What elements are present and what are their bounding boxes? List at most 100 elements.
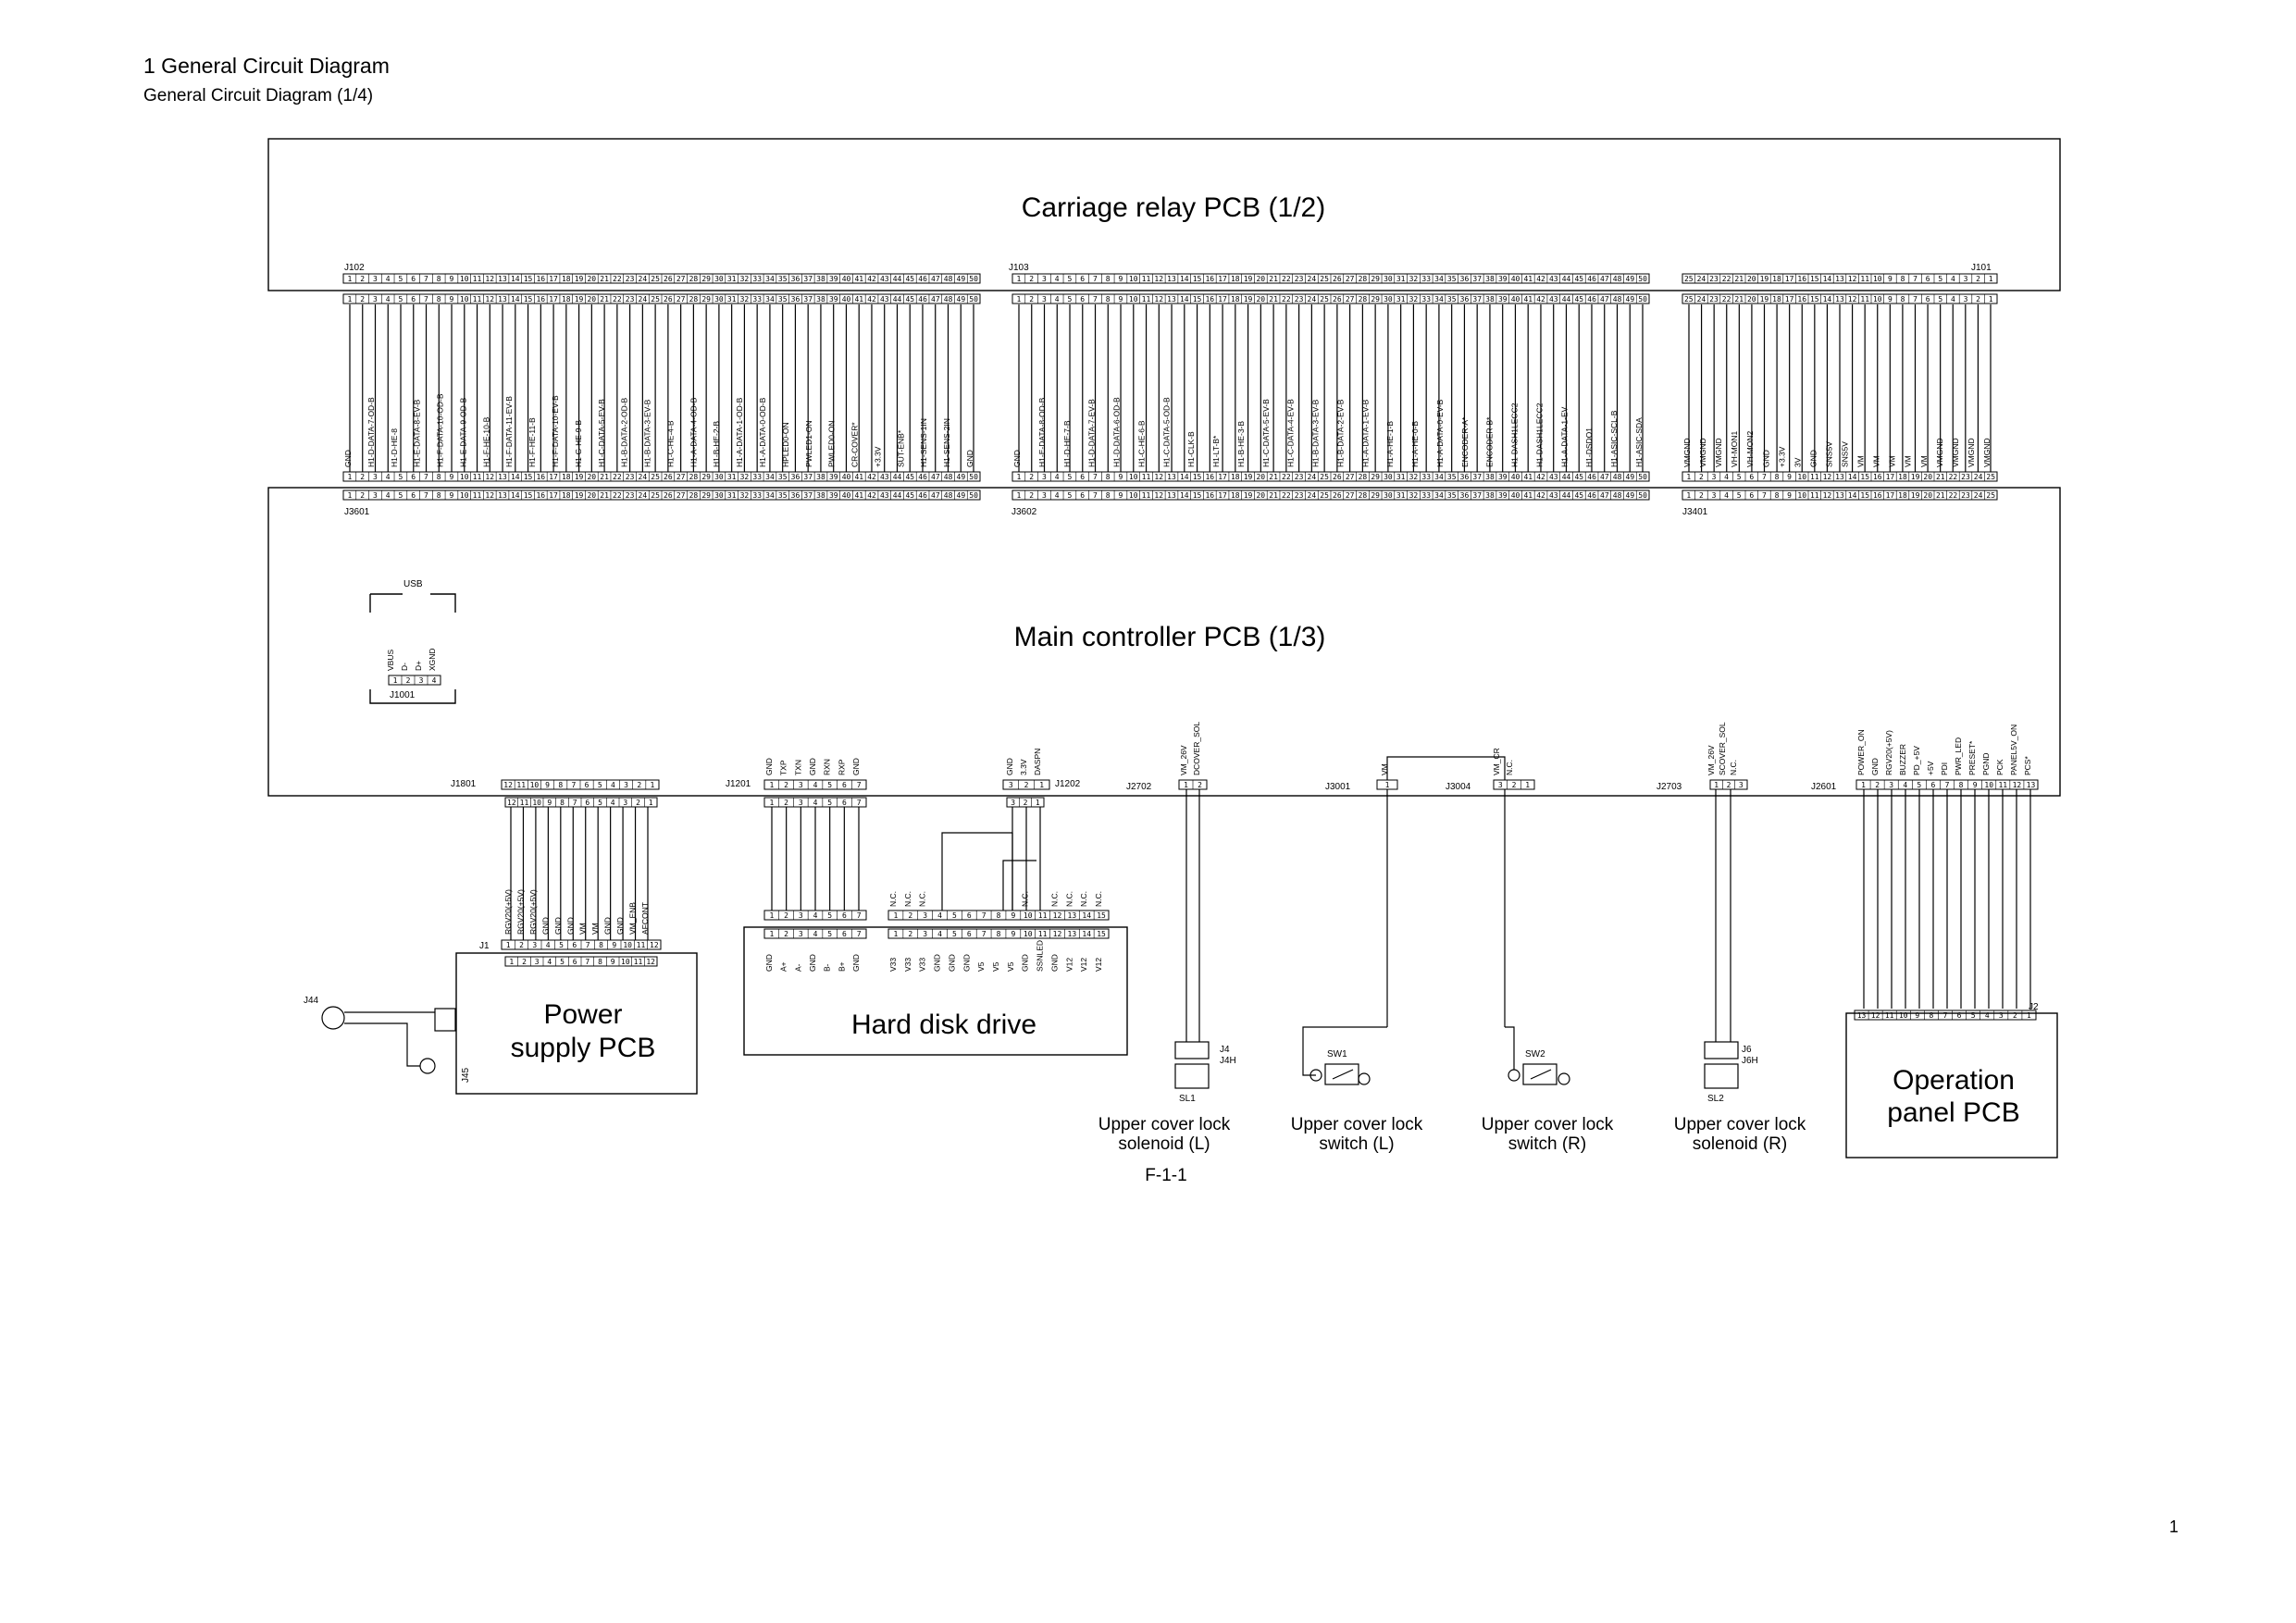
svg-text:H1-A-DATA-0-EV-B: H1-A-DATA-0-EV-B [1435, 399, 1445, 467]
svg-text:2: 2 [908, 930, 912, 938]
svg-text:VM: VM [590, 923, 600, 935]
svg-text:43: 43 [1549, 275, 1558, 283]
solenoid-l-symbol [1174, 1063, 1210, 1089]
svg-text:N.C.: N.C. [888, 891, 898, 907]
svg-text:41: 41 [1523, 295, 1533, 304]
svg-text:37: 37 [803, 491, 813, 500]
svg-text:24: 24 [1308, 491, 1317, 500]
caption-solenoid-l-2: solenoid (L) [1118, 1134, 1210, 1154]
svg-text:11: 11 [1998, 781, 2007, 789]
svg-text:H1-LT-B*: H1-LT-B* [1211, 435, 1221, 467]
svg-text:18: 18 [1231, 275, 1240, 283]
svg-text:25: 25 [1320, 275, 1329, 283]
svg-text:10: 10 [460, 275, 469, 283]
svg-text:3: 3 [1964, 275, 1968, 283]
svg-text:44: 44 [1562, 275, 1571, 283]
caption-solenoid-r-1: Upper cover lock [1674, 1115, 1806, 1134]
svg-text:17: 17 [1218, 275, 1227, 283]
switch-r-symbol [1508, 1063, 1570, 1085]
svg-text:4: 4 [547, 958, 552, 966]
svg-text:47: 47 [931, 491, 940, 500]
svg-text:21: 21 [1936, 473, 1945, 481]
svg-text:15: 15 [1193, 295, 1202, 304]
document-title: 1 General Circuit Diagram [143, 54, 390, 78]
svg-text:1: 1 [506, 941, 511, 949]
svg-text:25: 25 [1320, 491, 1329, 500]
svg-text:46: 46 [1587, 473, 1596, 481]
svg-text:14: 14 [1082, 930, 1091, 938]
svg-text:V5: V5 [1006, 961, 1015, 972]
svg-text:7: 7 [1913, 275, 1917, 283]
svg-text:31: 31 [727, 275, 737, 283]
svg-text:47: 47 [1600, 275, 1609, 283]
svg-text:CR-COVER*: CR-COVER* [850, 422, 860, 467]
svg-text:41: 41 [854, 491, 863, 500]
svg-text:16: 16 [536, 275, 545, 283]
svg-text:17: 17 [549, 491, 558, 500]
svg-text:29: 29 [1371, 473, 1380, 481]
svg-text:22: 22 [1282, 473, 1291, 481]
svg-text:1: 1 [894, 930, 899, 938]
svg-text:15: 15 [524, 473, 533, 481]
svg-text:36: 36 [1460, 295, 1470, 304]
svg-text:41: 41 [1523, 473, 1533, 481]
svg-text:4: 4 [1055, 473, 1060, 481]
svg-text:B-: B- [823, 963, 832, 972]
svg-text:29: 29 [701, 491, 711, 500]
svg-text:24: 24 [1974, 491, 1983, 500]
switch-wiring [370, 756, 1515, 1076]
svg-text:48: 48 [944, 295, 953, 304]
svg-text:5: 5 [827, 799, 832, 807]
svg-text:9: 9 [450, 473, 454, 481]
svg-text:11: 11 [516, 781, 526, 789]
svg-text:39: 39 [829, 473, 838, 481]
svg-text:16: 16 [536, 295, 545, 304]
svg-text:20: 20 [1256, 473, 1265, 481]
svg-text:14: 14 [1180, 295, 1189, 304]
svg-text:7: 7 [857, 930, 862, 938]
svg-text:2: 2 [1029, 491, 1034, 500]
svg-text:25: 25 [651, 473, 660, 481]
svg-text:17: 17 [1218, 473, 1227, 481]
svg-text:3: 3 [373, 491, 378, 500]
svg-text:32: 32 [1409, 295, 1419, 304]
svg-text:21: 21 [1734, 275, 1744, 283]
svg-text:VH-MON2: VH-MON2 [1745, 431, 1755, 467]
svg-text:+3.3V: +3.3V [1777, 446, 1786, 467]
svg-text:15: 15 [1193, 491, 1202, 500]
svg-text:8: 8 [437, 491, 441, 500]
svg-text:H1-DSDO1: H1-DSDO1 [1584, 427, 1594, 467]
svg-text:31: 31 [1396, 275, 1406, 283]
svg-text:10: 10 [1129, 491, 1138, 500]
svg-text:2: 2 [360, 275, 365, 283]
svg-text:GND: GND [1870, 758, 1880, 775]
svg-text:10: 10 [460, 491, 469, 500]
svg-text:21: 21 [1936, 491, 1945, 500]
connector-j6: J6 [1742, 1045, 1752, 1055]
svg-text:27: 27 [676, 473, 686, 481]
connector-j3601: J3601 [344, 507, 370, 517]
svg-text:28: 28 [1359, 491, 1368, 500]
connector-j2703: J2703 [1657, 782, 1682, 792]
svg-text:PGND: PGND [1981, 752, 1991, 775]
svg-text:3V: 3V [1793, 457, 1802, 467]
svg-text:37: 37 [803, 275, 813, 283]
svg-text:11: 11 [1038, 930, 1048, 938]
svg-text:21: 21 [600, 295, 609, 304]
svg-text:27: 27 [676, 491, 686, 500]
connector-j4h: J4H [1220, 1056, 1236, 1066]
svg-text:29: 29 [1371, 275, 1380, 283]
svg-text:3: 3 [799, 781, 803, 789]
svg-text:11: 11 [1810, 491, 1819, 500]
svg-text:SNS5V: SNS5V [1824, 441, 1833, 467]
svg-text:2: 2 [1727, 781, 1731, 789]
svg-text:41: 41 [1523, 491, 1533, 500]
svg-text:B+: B+ [837, 961, 846, 972]
